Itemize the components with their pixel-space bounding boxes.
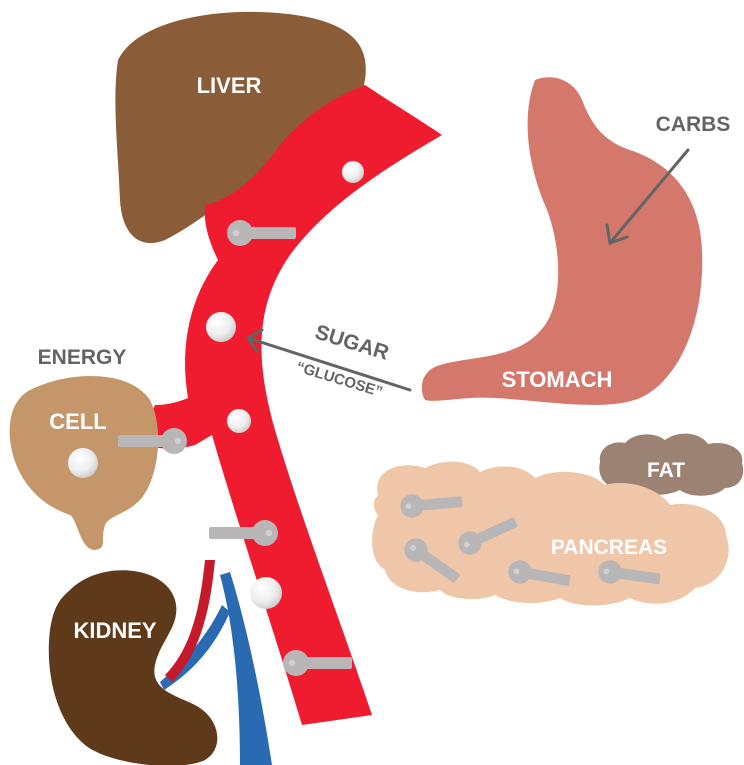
stomach-label: STOMACH [502, 367, 613, 392]
sugar-label: SUGAR [312, 321, 391, 365]
glucose-ball [250, 577, 282, 609]
glucose-ball [68, 448, 98, 478]
fat-label: FAT [647, 459, 685, 482]
kidney-label: KIDNEY [73, 618, 156, 643]
glucose-ball [342, 161, 364, 183]
liver-label: LIVER [197, 73, 262, 98]
glucose-ball [227, 409, 251, 433]
glucose-label: “GLUCOSE” [294, 359, 384, 401]
glucose-ball [206, 312, 236, 342]
cell-label: CELL [49, 409, 106, 434]
energy-label: ENERGY [38, 346, 127, 369]
pancreas-label: PANCREAS [551, 536, 667, 559]
carbs-label: CARBS [656, 113, 731, 136]
